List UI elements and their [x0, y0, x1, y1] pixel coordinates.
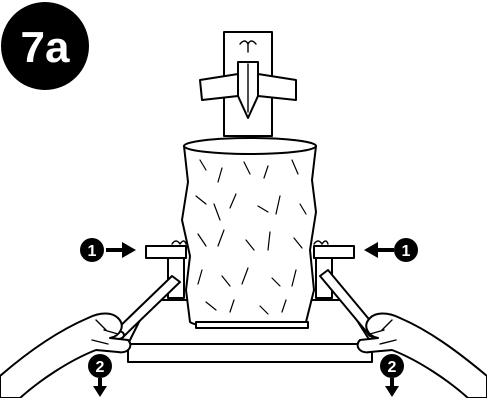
- right-hand: [358, 314, 487, 398]
- step-2-right-callout: 2: [380, 354, 404, 397]
- step-2-left-callout: 2: [88, 354, 112, 397]
- step-1-left-label: 1: [88, 243, 97, 260]
- arrow-down-icon: [93, 378, 107, 397]
- arrow-left-icon: [364, 242, 394, 258]
- step-1-left-callout: 1: [80, 238, 136, 262]
- log: [182, 138, 316, 328]
- splitting-wedge: [200, 62, 296, 118]
- step-1-right-label: 1: [402, 243, 411, 260]
- step-2-left-label: 2: [96, 359, 105, 376]
- figure-label: 7a: [21, 23, 70, 72]
- figure-label-badge: 7a: [1, 2, 89, 90]
- step-1-right-callout: 1: [364, 238, 418, 262]
- arrow-down-icon: [385, 378, 399, 397]
- arrow-right-icon: [106, 242, 136, 258]
- left-hand: [0, 314, 130, 398]
- step-2-right-label: 2: [388, 359, 397, 376]
